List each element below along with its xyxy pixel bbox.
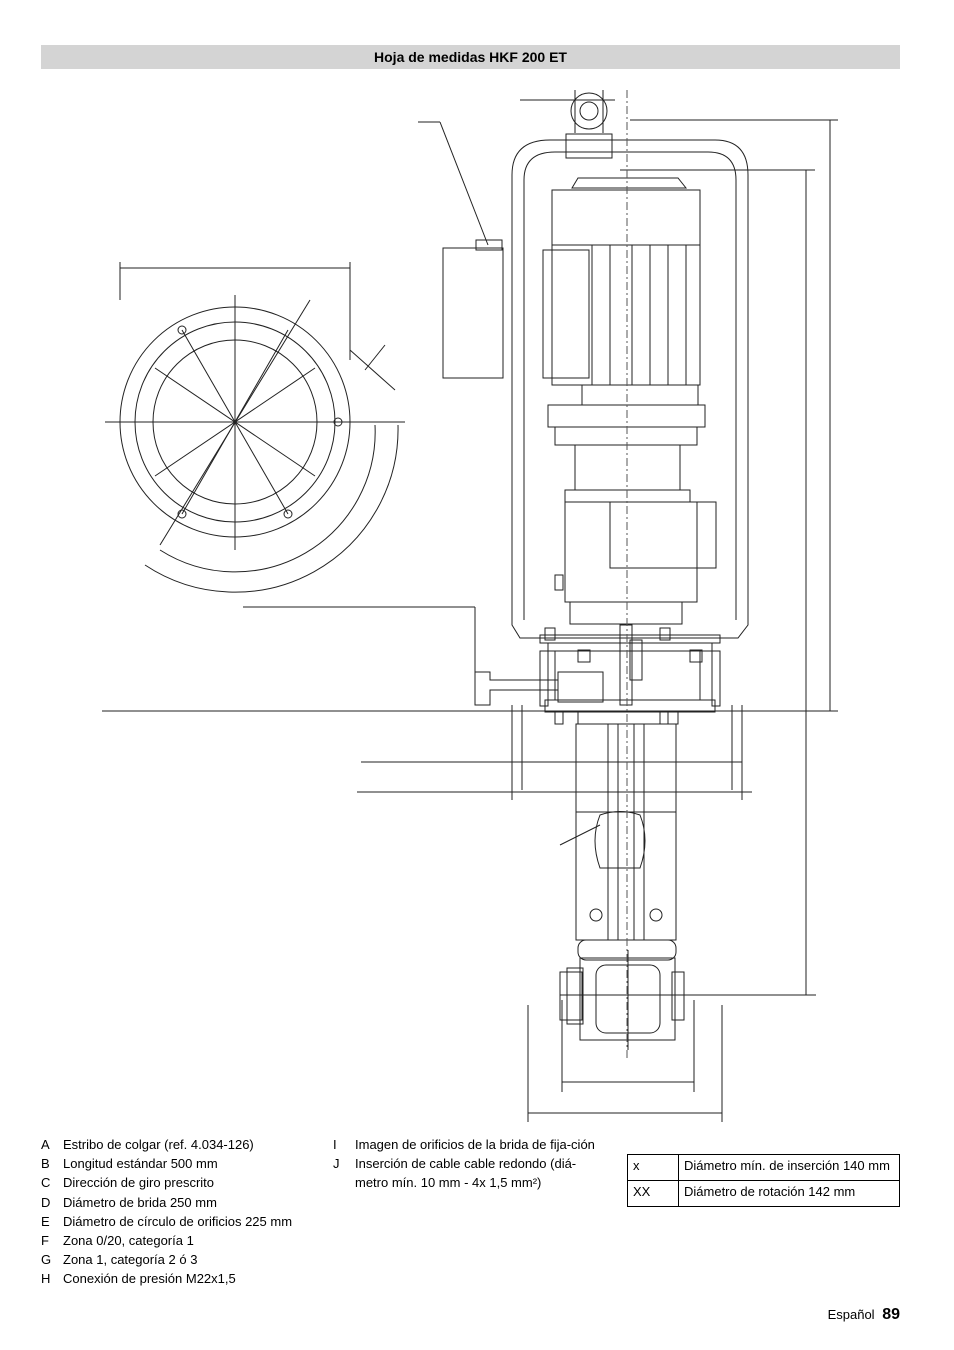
legend-text: Imagen de orificios de la brida de fija-… xyxy=(355,1137,595,1152)
legend-text: Zona 1, categoría 2 ó 3 xyxy=(63,1252,198,1268)
legend-item-d: D Diámetro de brida 250 mm xyxy=(41,1193,331,1212)
legend-item-h: H Conexión de presión M22x1,5 xyxy=(41,1269,331,1288)
legend-text: Inserción de cable cable redondo (diá-me… xyxy=(355,1156,577,1191)
legend-text: Longitud estándar 500 mm xyxy=(63,1156,218,1172)
table-row: XX Diámetro de rotación 142 mm xyxy=(627,1180,900,1207)
legend-text: Diámetro de círculo de orificios 225 mm xyxy=(63,1213,293,1229)
legend-key: H xyxy=(41,1271,51,1287)
legend-key: G xyxy=(41,1252,52,1268)
legend-item-f: F Zona 0/20, categoría 1 xyxy=(41,1231,331,1250)
table-row: x Diámetro mín. de inserción 140 mm xyxy=(627,1154,900,1181)
legend-text: Dirección de giro prescrito xyxy=(63,1175,215,1191)
legend-item-a: A Estribo de colgar (ref. 4.034-126) xyxy=(41,1135,331,1154)
page-number: 89 xyxy=(882,1306,900,1323)
legend-right: I Imagen de orificios de la brida de fij… xyxy=(333,1135,608,1193)
legend-key: D xyxy=(41,1194,51,1210)
legend-key: A xyxy=(41,1137,50,1152)
technical-drawing xyxy=(102,90,838,1122)
hanging-bracket xyxy=(418,90,749,639)
legend-key: E xyxy=(41,1213,50,1229)
legend-key: C xyxy=(41,1175,51,1191)
legend-key: F xyxy=(41,1233,49,1249)
legend-key: I xyxy=(333,1137,337,1152)
legend-item-g: G Zona 1, categoría 2 ó 3 xyxy=(41,1250,331,1269)
motor-body xyxy=(442,177,717,625)
pump-tube xyxy=(559,723,677,961)
legend-key: B xyxy=(41,1156,50,1172)
legend-left: A Estribo de colgar (ref. 4.034-126) B L… xyxy=(41,1135,331,1289)
legend-item-c: C Dirección de giro prescrito xyxy=(41,1173,331,1192)
pump-head xyxy=(559,950,690,1050)
table-cell-text: Diámetro de rotación 142 mm xyxy=(678,1180,900,1207)
dimension-lines xyxy=(527,90,838,1122)
legend-text: Estribo de colgar (ref. 4.034-126) xyxy=(63,1137,254,1152)
table-cell-text: Diámetro mín. de inserción 140 mm xyxy=(678,1154,900,1181)
legend-item-i: I Imagen de orificios de la brida de fij… xyxy=(333,1135,608,1154)
table-cell-key: x xyxy=(627,1154,679,1181)
legend-key: J xyxy=(333,1156,340,1172)
flange-hole-pattern xyxy=(105,262,405,593)
legend-item-j: J Inserción de cable cable redondo (diá-… xyxy=(333,1154,608,1192)
footer-language: Español xyxy=(827,1307,875,1322)
legend-item-e: E Diámetro de círculo de orificios 225 m… xyxy=(41,1212,331,1231)
legend-text: Zona 0/20, categoría 1 xyxy=(63,1233,194,1249)
flange-assembly xyxy=(102,606,838,800)
page-footer: Español 89 xyxy=(828,1306,900,1324)
page-title-text: Hoja de medidas HKF 200 ET xyxy=(374,49,567,65)
table-cell-key: XX xyxy=(627,1180,679,1207)
spec-table: x Diámetro mín. de inserción 140 mm XX D… xyxy=(627,1154,900,1207)
legend-item-b: B Longitud estándar 500 mm xyxy=(41,1154,331,1173)
legend-text: Conexión de presión M22x1,5 xyxy=(63,1271,236,1287)
page-title: Hoja de medidas HKF 200 ET xyxy=(41,45,900,69)
legend-text: Diámetro de brida 250 mm xyxy=(63,1194,217,1210)
